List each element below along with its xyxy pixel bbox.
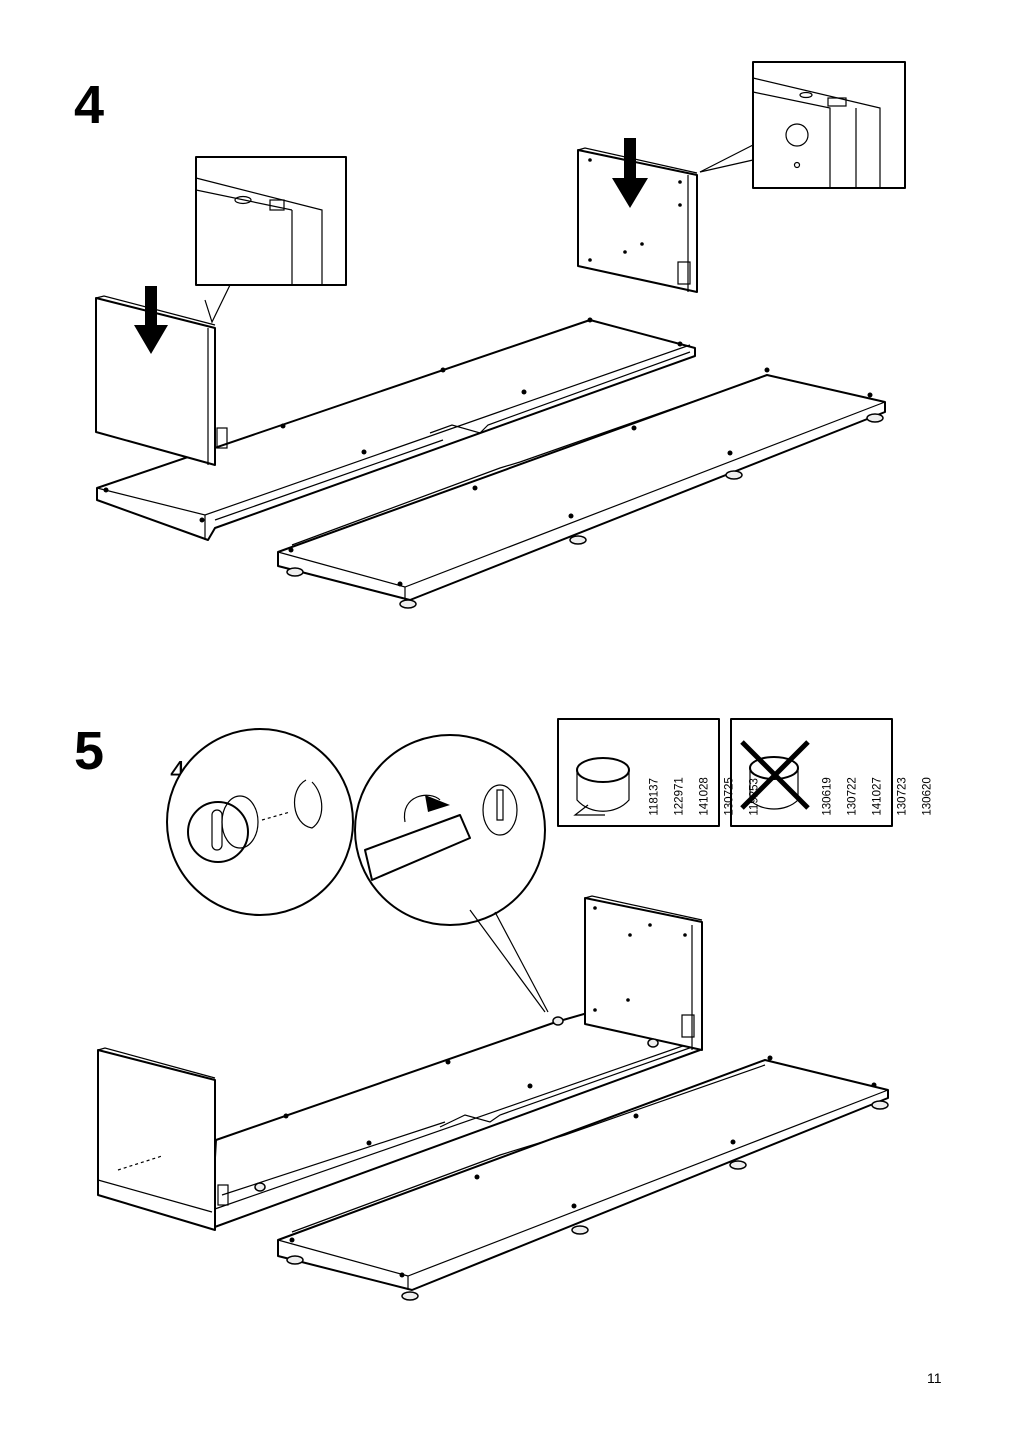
article-code: 130723 bbox=[896, 777, 909, 816]
cam-lock-icon bbox=[187, 795, 259, 863]
side-panel-left bbox=[95, 295, 228, 466]
cross-icon bbox=[740, 740, 810, 810]
detail-zoom-right bbox=[699, 61, 906, 189]
article-code: 141027 bbox=[871, 777, 884, 816]
tighten-detail bbox=[354, 734, 549, 1013]
step-4-number: 4 bbox=[74, 75, 105, 135]
arrow-down-icon bbox=[134, 286, 168, 354]
cam-lock-icon bbox=[552, 1016, 564, 1026]
detail-zoom-left bbox=[195, 156, 347, 324]
screwdriver-icon bbox=[364, 814, 471, 881]
article-code: 119253 bbox=[748, 778, 761, 816]
dowel-markers bbox=[103, 317, 873, 587]
cam-lock-icon bbox=[647, 1038, 659, 1048]
assembly-side-right bbox=[584, 895, 703, 1051]
article-code: 118137 bbox=[648, 778, 661, 816]
cam-lock-icon bbox=[254, 1182, 266, 1192]
article-code: 130725 bbox=[723, 777, 736, 816]
assembly-side-left bbox=[97, 1047, 229, 1231]
article-code: 141028 bbox=[698, 777, 711, 816]
dowel-markers bbox=[283, 906, 877, 1278]
cam-lock-ok-codes: 118137 122971 141028 130725 119253 bbox=[636, 752, 761, 822]
rotate-arrow-icon bbox=[403, 794, 441, 823]
article-code: 122971 bbox=[673, 777, 686, 816]
bottom-panel-right bbox=[277, 374, 886, 609]
assembly-bottom-right bbox=[277, 1059, 889, 1301]
article-code: 130620 bbox=[921, 777, 934, 816]
article-code: 130619 bbox=[821, 777, 834, 816]
cam-lock-insert-detail bbox=[166, 728, 354, 916]
cam-lock-wrong-codes: 130619 130722 141027 130723 130620 bbox=[809, 752, 934, 822]
arrow-down-icon bbox=[612, 138, 648, 208]
page-number: 11 bbox=[927, 1370, 942, 1386]
article-code: 130722 bbox=[846, 777, 859, 816]
step-5-number: 5 bbox=[74, 721, 105, 781]
bottom-panel-left bbox=[96, 319, 696, 541]
cam-lock-icon bbox=[573, 757, 630, 816]
side-panel-right bbox=[577, 147, 698, 293]
